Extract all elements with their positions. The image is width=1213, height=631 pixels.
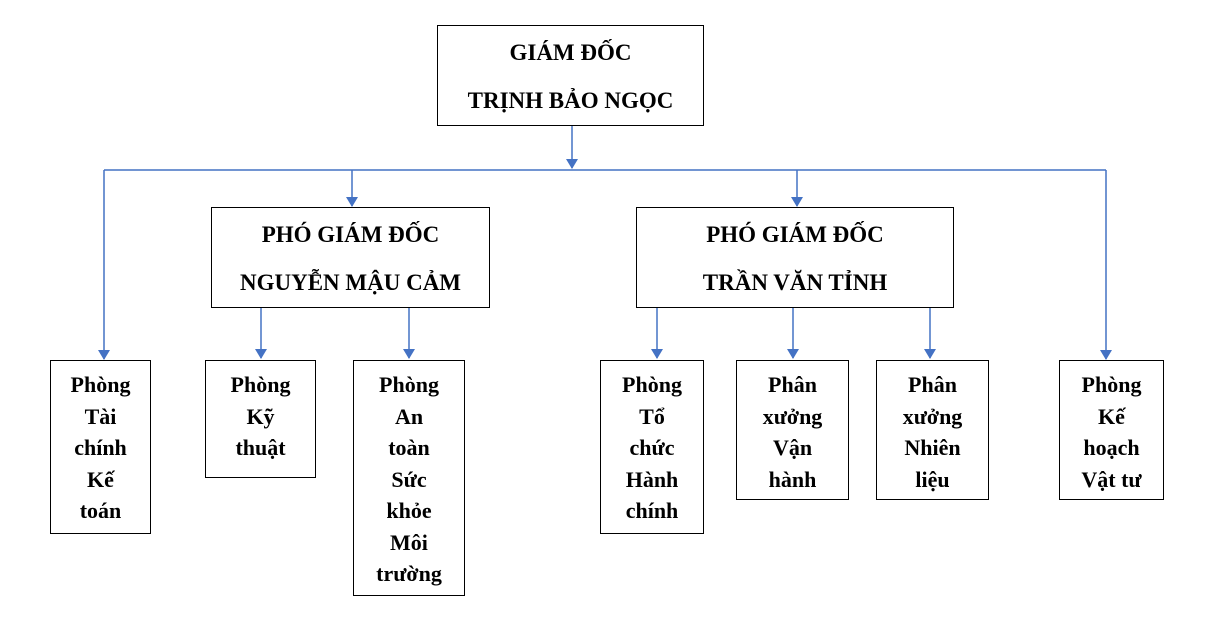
dept-line: Phân — [908, 372, 957, 397]
dept-line: Phân — [768, 372, 817, 397]
dept-line: xưởng — [902, 403, 963, 429]
dept-line: Môi — [390, 529, 428, 555]
dept-box-safety: Phòng An toàn Sức khỏe Môi trường — [353, 360, 465, 596]
deputy-2-title: PHÓ GIÁM ĐỐC — [706, 222, 884, 247]
dept-box-operation-workshop: Phân xưởng Vận hành — [736, 360, 849, 500]
dept-line: Phòng — [1081, 372, 1142, 397]
dept-line: Nhiên — [904, 435, 961, 460]
dept-line: Tài — [84, 403, 117, 429]
dept-line: hoạch — [1083, 435, 1140, 460]
dept-line: chức — [629, 435, 675, 460]
deputy-2-name: TRẦN VĂN TỈNH — [702, 270, 888, 295]
dept-box-fuel-workshop: Phân xưởng Nhiên liệu — [876, 360, 989, 500]
dept-line: toàn — [388, 435, 430, 460]
dept-line: trường — [376, 561, 442, 586]
dept-line: Phòng — [622, 372, 682, 397]
dept-line: An — [394, 403, 424, 429]
dept-line: Kế — [87, 466, 114, 492]
dept-box-finance: Phòng Tài chính Kế toán — [50, 360, 151, 534]
deputy-box-1: PHÓ GIÁM ĐỐC NGUYỄN MẬU CẢM — [211, 207, 490, 308]
dept-line: chính — [625, 498, 679, 523]
dept-line: xưởng — [762, 403, 823, 429]
dept-line: Hành — [625, 466, 679, 492]
deputy-box-2: PHÓ GIÁM ĐỐC TRẦN VĂN TỈNH — [636, 207, 954, 308]
director-name: TRỊNH BẢO NGỌC — [467, 88, 674, 113]
dept-line: Phòng — [70, 372, 131, 397]
dept-line: hành — [768, 466, 817, 492]
dept-line: chính — [74, 435, 127, 460]
dept-line: Tổ — [639, 403, 665, 429]
director-box: GIÁM ĐỐC TRỊNH BẢO NGỌC — [437, 25, 704, 126]
deputy-1-title: PHÓ GIÁM ĐỐC — [261, 222, 440, 247]
dept-line: Phòng — [230, 372, 291, 397]
dept-line: toán — [79, 498, 122, 523]
deputy-1-name: NGUYỄN MẬU CẢM — [239, 270, 462, 295]
dept-line: Kỹ — [246, 403, 275, 429]
dept-box-administration: Phòng Tổ chức Hành chính — [600, 360, 704, 534]
dept-line: Vận — [772, 435, 813, 460]
dept-line: thuật — [235, 435, 286, 460]
dept-box-technical: Phòng Kỹ thuật — [205, 360, 316, 478]
dept-line: Kế — [1098, 403, 1125, 429]
dept-box-planning: Phòng Kế hoạch Vật tư — [1059, 360, 1164, 500]
dept-line: liệu — [915, 466, 950, 492]
director-title: GIÁM ĐỐC — [509, 40, 632, 65]
dept-line: Phòng — [379, 372, 439, 397]
dept-line: Vật tư — [1081, 466, 1142, 492]
dept-line: Sức — [391, 466, 427, 492]
dept-line: khỏe — [386, 498, 432, 523]
